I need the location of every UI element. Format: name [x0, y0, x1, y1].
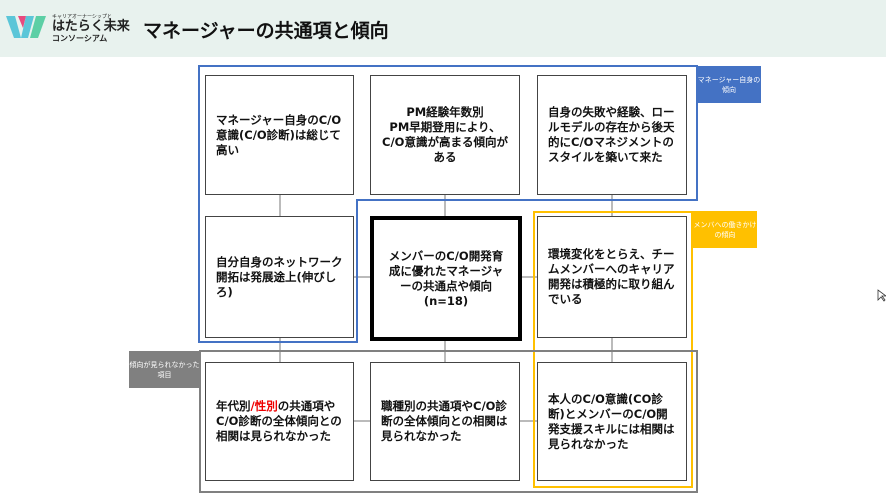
logo-name: はたらく未来	[52, 19, 130, 34]
box-center-topic: メンバーのC/O開発育成に優れたマネージャーの共通点や傾向 (n=18)	[370, 216, 522, 341]
box-job-type: 職種別の共通項やC/O診断の全体傾向との相関は見られなかった	[370, 362, 520, 481]
box-age-gender: 年代別/性別の共通項やC/O診断の全体傾向との相関は見られなかった	[205, 362, 354, 481]
age-gender-text: 年代別/性別の共通項やC/O診断の全体傾向との相関は見られなかった	[216, 399, 343, 444]
text-rest: の共通項やC/O診断の全体傾向との相関は見られなかった	[216, 399, 342, 443]
box-career-development: 環境変化をとらえ、チームメンバーへのキャリア開発は積極的に取り組んでいる	[537, 216, 687, 338]
logo-sub: コンソーシアム	[52, 34, 108, 43]
center-text: メンバーのC/O開発育成に優れたマネージャーの共通点や傾向	[388, 248, 504, 293]
logo-tagline: キャリアオーナーシップと	[52, 14, 112, 20]
cursor-icon	[877, 289, 886, 302]
tag-none: 傾向が見られなかった項目	[129, 351, 200, 388]
group-outline-member	[533, 211, 693, 488]
text-age: 年代別	[216, 399, 251, 413]
text-gender: /性別	[250, 399, 278, 413]
page-title: マネージャーの共通項と傾向	[143, 20, 389, 42]
box-pm-experience: PM経験年数別 PM早期登用により、C/O意識が高まる傾向がある	[370, 75, 520, 195]
tag-manager: マネージャー自身の傾向	[697, 66, 761, 103]
header-bar: キャリアオーナーシップと はたらく未来 コンソーシアム マネージャーの共通項と傾…	[0, 0, 886, 57]
group-outline-none	[199, 350, 698, 493]
box-failure-experience: 自身の失敗や経験、ロールモデルの存在から後天的にC/Oマネジメントのスタイルを築…	[537, 75, 687, 195]
tag-member: メンバへの働きかけの傾向	[693, 211, 757, 248]
box-network: 自分自身のネットワーク開拓は発展途上(伸びしろ)	[205, 216, 354, 338]
box-manager-co-awareness: マネージャー自身のC/O意識(C/O診断)は総じて高い	[205, 75, 354, 195]
center-n: (n=18)	[423, 293, 469, 308]
logo-text: キャリアオーナーシップと はたらく未来 コンソーシアム	[52, 14, 130, 44]
box-co-skill-correlation: 本人のC/O意識(CO診断)とメンバーのC/O開発支援スキルには相関は見られなか…	[537, 362, 687, 481]
logo-icon	[6, 16, 46, 38]
